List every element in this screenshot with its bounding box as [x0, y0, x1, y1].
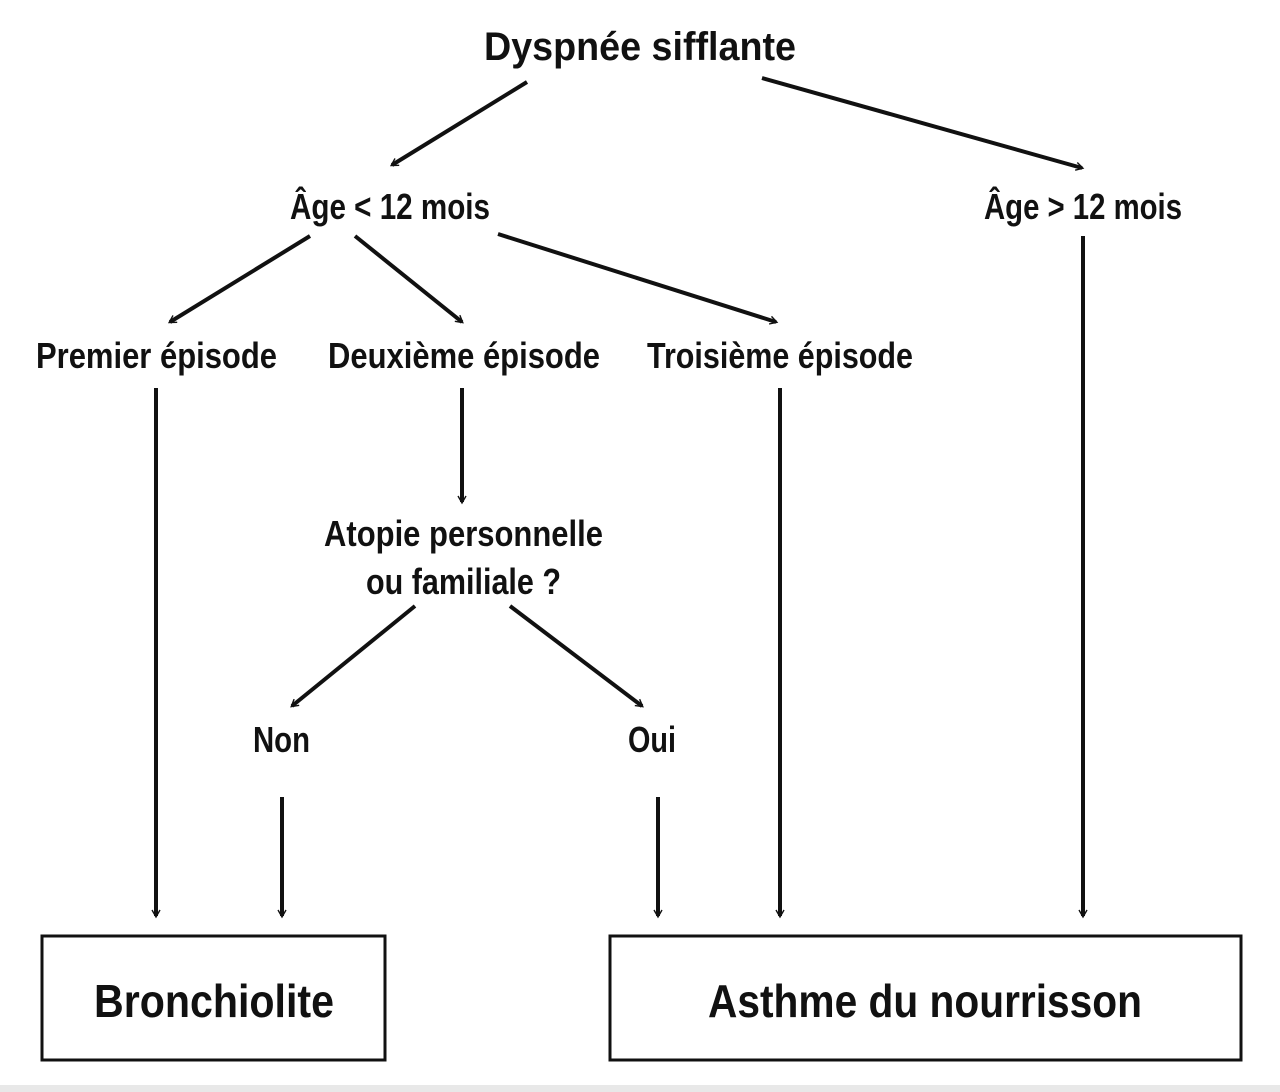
arrow-under12-to-first	[167, 234, 312, 324]
node-first-episode: Premier épisode	[36, 335, 277, 376]
node-second-episode: Deuxième épisode	[328, 335, 600, 376]
node-yes: Oui	[628, 719, 676, 760]
outcome-asthma: Asthme du nourrisson	[708, 975, 1142, 1027]
node-no: Non	[253, 719, 310, 760]
node-atopy-line2: ou familiale ?	[366, 561, 561, 602]
arrow-under12-to-third	[497, 232, 779, 325]
arrow-atopy-to-no	[290, 604, 417, 708]
node-age-under-12: Âge < 12 mois	[290, 185, 490, 227]
arrow-under12-to-second	[353, 234, 464, 324]
arrow-root-to-under12	[389, 80, 529, 167]
outcome-box-asthma	[608, 934, 1243, 1062]
node-age-over-12: Âge > 12 mois	[984, 185, 1182, 227]
node-atopy-line1: Atopie personnelle	[324, 513, 603, 554]
bottom-strip	[0, 1085, 1280, 1092]
arrows	[151, 76, 1088, 919]
outcome-bronchiolitis: Bronchiolite	[94, 975, 334, 1027]
arrow-root-to-over12	[761, 76, 1085, 171]
node-third-episode: Troisième épisode	[647, 335, 913, 376]
root-node: Dyspnée sifflante	[484, 25, 796, 69]
outcome-box-bronchiolitis	[40, 934, 387, 1062]
arrow-atopy-to-yes	[508, 604, 644, 708]
